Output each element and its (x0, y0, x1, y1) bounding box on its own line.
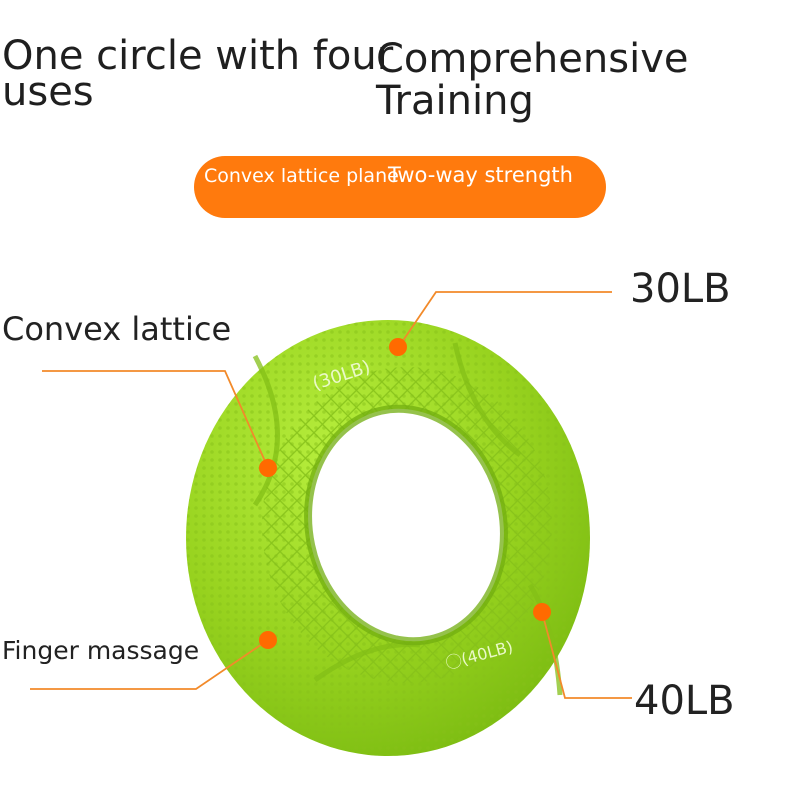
ring-groove-left (252, 354, 280, 507)
callout-dot-40lb (533, 603, 551, 621)
title-right-line1: Comprehensive (376, 36, 689, 82)
callout-line-30lb (397, 291, 612, 349)
callout-dots (259, 338, 551, 649)
callout-label-finger: Finger massage (2, 636, 200, 665)
pill-text-convex: Convex lattice plane (204, 165, 399, 187)
title-left: One circle with four uses (2, 33, 394, 115)
grip-ring: (30LB) ⃝(40LB) (186, 320, 590, 756)
callout-lines (30, 291, 632, 699)
callout-label-40lb: 40LB (634, 678, 735, 724)
callout-line-40lb (541, 611, 632, 699)
callout-dot-30lb (389, 338, 407, 356)
grip-ring-inner-edge (304, 404, 508, 646)
callout-dot-finger (259, 631, 277, 649)
title-right-line2: Training (376, 78, 534, 124)
callout-line-convex (42, 370, 269, 469)
ring-groove-right (527, 583, 563, 696)
grip-ring-hole (308, 408, 504, 642)
ring-groove-top (452, 342, 522, 458)
callout-line-finger (30, 639, 269, 690)
title-right: Comprehensive Training (376, 38, 688, 122)
callout-label-convex: Convex lattice (2, 310, 232, 348)
title-left-line2: uses (2, 69, 94, 115)
callout-label-30lb: 30LB (630, 266, 731, 312)
title-left-line1: One circle with four (2, 33, 394, 79)
feature-pill (194, 156, 606, 218)
callout-dot-convex (259, 459, 277, 477)
pill-text-strength: Two-way strength (388, 163, 573, 187)
